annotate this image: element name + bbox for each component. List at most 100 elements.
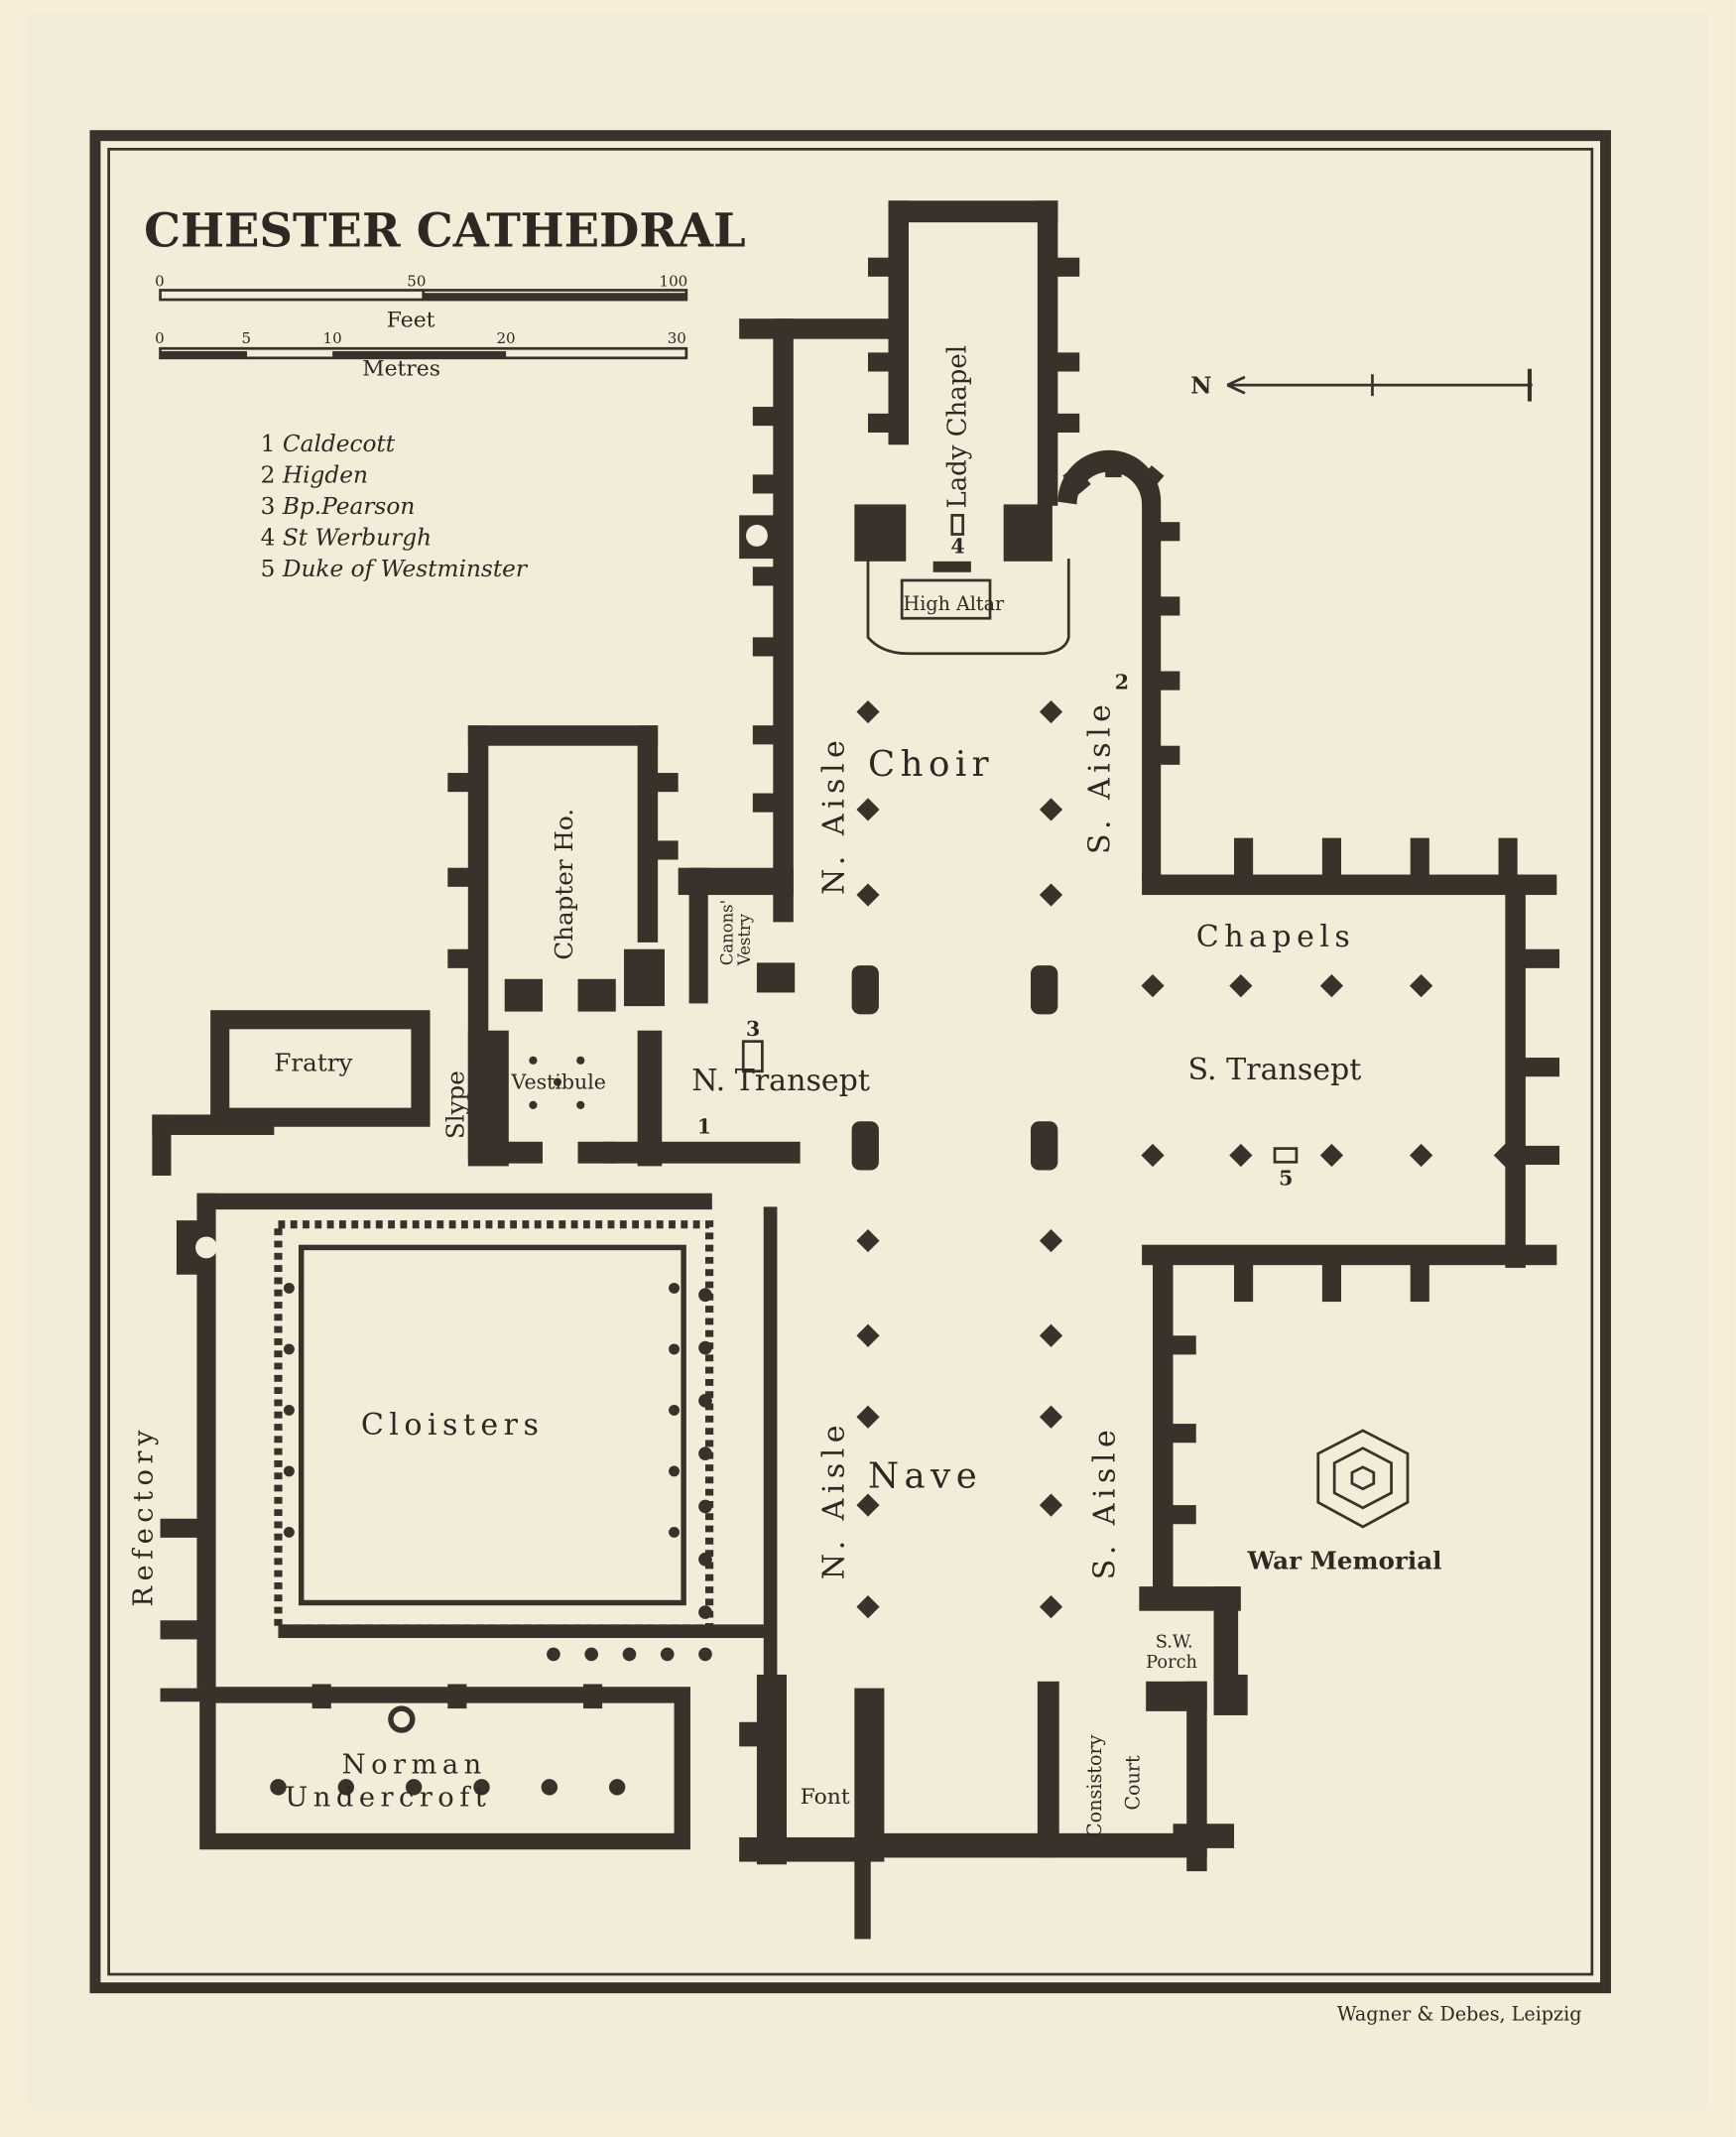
column-dot [547, 1647, 560, 1662]
label-slype: Slype [441, 1070, 470, 1139]
high-altar-detail [866, 513, 1070, 656]
column-dot [698, 1288, 712, 1303]
label-sw-porch-2: Porch [1146, 1653, 1197, 1673]
label-choir-s-aisle: S. Aisle [1082, 699, 1117, 854]
column-dot [669, 1526, 681, 1538]
outer-frame [89, 130, 1611, 1994]
label-choir-n-aisle: N. Aisle [816, 735, 851, 895]
column-dot [669, 1465, 681, 1477]
scale-bar-metres: 0 5 10 20 30 Metres [155, 329, 688, 382]
column-dot [405, 1779, 423, 1796]
pier [1031, 965, 1058, 1015]
metres-label: Metres [362, 357, 440, 382]
column-dot [283, 1465, 295, 1477]
column-dot [669, 1282, 681, 1294]
label-s-transept: S. Transept [1188, 1053, 1362, 1087]
pier [851, 1121, 879, 1171]
legend-item: 3 Bp.Pearson [261, 493, 416, 520]
label-norman-undercroft-2: Undercroft [285, 1783, 491, 1814]
label-war-memorial: War Memorial [1247, 1546, 1442, 1574]
tomb-duke-of-westminster [1273, 1147, 1299, 1164]
label-canons-vestry-2: Vestry [735, 913, 754, 966]
label-high-altar: High Altar [904, 592, 1005, 615]
feet-label: Feet [387, 308, 435, 332]
column-dot [270, 1779, 287, 1796]
inner-frame [107, 147, 1594, 1976]
column-dot [529, 1056, 538, 1065]
label-nave: Nave [868, 1455, 982, 1496]
column-dot [576, 1100, 585, 1110]
label-vestibule: Vestibule [511, 1070, 606, 1094]
metres-tick-5: 5 [242, 329, 252, 347]
metres-tick-0: 0 [155, 329, 165, 347]
column-dot [669, 1404, 681, 1416]
pier [851, 965, 879, 1015]
label-chapels: Chapels [1196, 920, 1356, 954]
label-refectory: Refectory [128, 1425, 159, 1606]
label-cloisters: Cloisters [361, 1408, 545, 1443]
column-dot [337, 1779, 355, 1796]
label-nave-n-aisle: N. Aisle [816, 1420, 851, 1579]
label-sw-porch: S.W. [1156, 1633, 1193, 1653]
marker-2: 2 [1115, 670, 1129, 693]
metres-tick-10: 10 [323, 329, 342, 347]
column-dot [698, 1446, 712, 1460]
pier [856, 1323, 880, 1347]
tomb-markers: 1 2 3 4 5 [697, 535, 1294, 1191]
column-dot [622, 1647, 637, 1662]
label-font: Font [801, 1785, 850, 1810]
label-lady-chapel: Lady Chapel [942, 345, 972, 509]
pier [1031, 1121, 1058, 1171]
label-norman-undercroft: Norman [342, 1750, 487, 1781]
marker-3: 3 [746, 1017, 760, 1041]
column-dot [698, 1499, 712, 1514]
legend-item: 1 Caldecott [261, 431, 396, 457]
column-dot [608, 1779, 626, 1796]
column-dot [473, 1779, 490, 1796]
column-dot [529, 1100, 538, 1110]
column-dot [698, 1647, 712, 1662]
north-label: N [1190, 372, 1211, 399]
marker-1: 1 [697, 1115, 711, 1139]
pier [1039, 1323, 1063, 1347]
marker-5: 5 [1279, 1167, 1293, 1191]
label-consistory-court: Consistory [1083, 1734, 1106, 1837]
column-dot [698, 1340, 712, 1355]
pier [1410, 974, 1433, 998]
marker-4: 4 [950, 535, 964, 559]
tomb-bp-pearson [741, 1040, 764, 1073]
metres-tick-30: 30 [668, 329, 686, 347]
legend-item: 2 Higden [261, 462, 368, 489]
legend-item: 4 St Werburgh [261, 524, 432, 551]
column-dot [283, 1526, 295, 1538]
room-labels: Lady Chapel High Altar Choir N. Aisle S.… [128, 345, 1441, 1837]
column-dot [698, 1394, 712, 1408]
feet-tick-50: 50 [407, 272, 426, 290]
north-arrow-icon: N [1190, 368, 1533, 402]
column-dot [283, 1282, 295, 1294]
map-title: CHESTER CATHEDRAL [144, 203, 746, 258]
metres-tick-20: 20 [497, 329, 516, 347]
column-dots [270, 1056, 712, 1796]
column-dot [669, 1343, 681, 1355]
column-dot [698, 1552, 712, 1567]
label-chapter-house: Chapter Ho. [550, 809, 578, 960]
publisher-imprint: Wagner & Debes, Leipzig [1337, 2002, 1582, 2025]
label-canons-vestry: Canons' [717, 900, 736, 965]
label-nave-s-aisle: S. Aisle [1088, 1425, 1123, 1579]
label-consistory-court-2: Court [1121, 1755, 1144, 1811]
column-dot [283, 1404, 295, 1416]
column-dot [553, 1077, 562, 1086]
legend: 1 Caldecott 2 Higden 3 Bp.Pearson 4 St W… [261, 431, 529, 582]
feet-tick-0: 0 [155, 272, 165, 290]
building-walls [152, 200, 1560, 1940]
feet-tick-100: 100 [660, 272, 688, 290]
column-dot [541, 1779, 558, 1796]
label-n-transept: N. Transept [691, 1064, 870, 1098]
label-choir: Choir [868, 744, 994, 785]
scale-bar-feet: 0 50 100 Feet [155, 272, 688, 332]
column-dot [584, 1647, 599, 1662]
column-dot [283, 1343, 295, 1355]
column-dot [576, 1056, 585, 1065]
